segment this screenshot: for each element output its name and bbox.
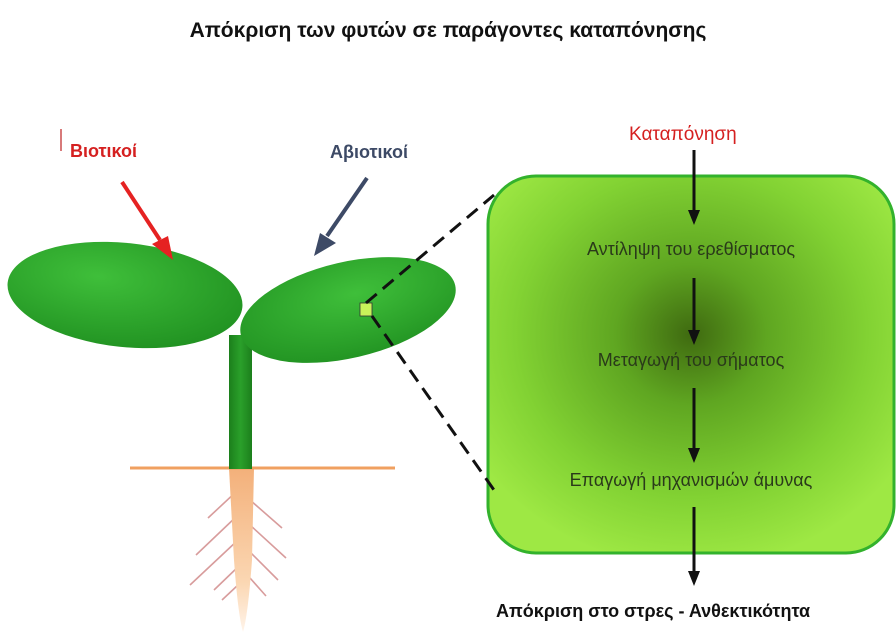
step-perception: Αντίληψη του ερεθίσματος xyxy=(486,239,896,260)
red-tick-mark xyxy=(60,129,62,151)
biotic-factors-label: Βιοτικοί xyxy=(70,141,137,162)
leaf-detail-square xyxy=(360,303,372,316)
diagram-title: Απόκριση των φυτών σε παράγοντες καταπόν… xyxy=(0,19,896,43)
abiotic-factors-label: Αβιοτικοί xyxy=(330,142,408,163)
stress-label: Καταπόνηση xyxy=(629,124,737,146)
leaf-left xyxy=(2,231,248,359)
stem xyxy=(229,335,252,469)
result-label: Απόκριση στο στρες - Ανθεκτικότητα xyxy=(496,601,810,622)
root xyxy=(229,468,254,632)
step-signal-transduction: Μεταγωγή του σήματος xyxy=(486,350,896,371)
dashed-connector-bottom xyxy=(372,316,494,490)
abiotic-arrow xyxy=(314,178,367,256)
leaf-right xyxy=(230,238,466,381)
step-defense-induction: Επαγωγή μηχανισμών άμυνας xyxy=(486,470,896,491)
